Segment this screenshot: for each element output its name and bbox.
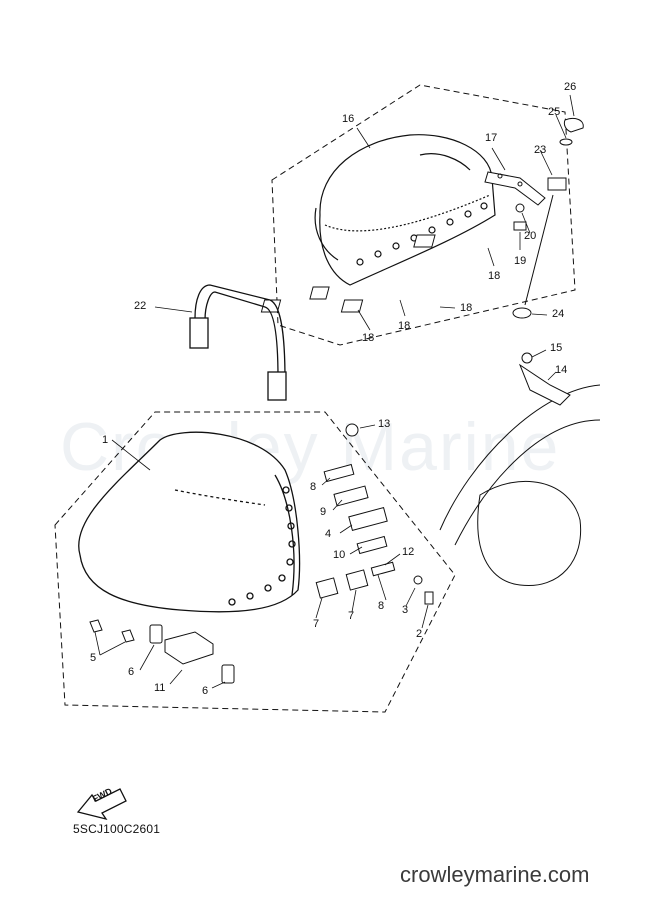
callout-13: 13 — [378, 418, 391, 430]
rear-seat-group-boundary — [271, 84, 576, 346]
rear-seat — [314, 134, 496, 286]
callout-7: 7 — [313, 618, 320, 630]
callout-15: 15 — [550, 342, 563, 354]
leader-lines — [94, 94, 575, 689]
callout-6: 6 — [128, 666, 135, 678]
website-text: crowleymarine.com — [400, 862, 590, 887]
callout-5: 5 — [90, 652, 97, 664]
callout-18: 18 — [398, 320, 411, 332]
callout-7: 7 — [348, 610, 355, 622]
callout-25: 25 — [548, 106, 561, 118]
callout-20: 20 — [524, 230, 537, 242]
callout-6: 6 — [202, 685, 209, 697]
callout-11: 11 — [154, 682, 166, 694]
callout-8: 8 — [310, 481, 317, 493]
fwd-arrow-icon — [76, 788, 127, 821]
callout-4: 4 — [325, 528, 332, 540]
callout-12: 12 — [402, 546, 415, 558]
callout-18: 18 — [488, 270, 501, 282]
callout-22: 22 — [134, 300, 147, 312]
rear-fender — [439, 352, 601, 587]
callout-16: 16 — [342, 113, 355, 125]
front-seat-group-boundary — [54, 411, 456, 713]
rear-bracket — [484, 171, 546, 206]
callout-26: 26 — [564, 81, 577, 93]
seat-clip — [260, 234, 436, 313]
diagram-code: 5SCJ100C2601 — [73, 822, 161, 836]
callout-1: 1 — [102, 434, 109, 446]
callout-17: 17 — [485, 132, 498, 144]
callout-8: 8 — [378, 600, 385, 612]
callout-3: 3 — [402, 604, 409, 616]
callout-18: 18 — [460, 302, 473, 314]
front-seat — [78, 431, 301, 613]
rear-hardware — [512, 117, 584, 319]
grab-bar — [189, 284, 287, 401]
callout-23: 23 — [534, 144, 547, 156]
callout-10: 10 — [333, 549, 346, 561]
callout-18: 18 — [362, 332, 375, 344]
callout-2: 2 — [416, 628, 423, 640]
callout-19: 19 — [514, 255, 527, 267]
front-hardware — [89, 423, 434, 684]
callout-9: 9 — [320, 506, 327, 518]
callout-24: 24 — [552, 308, 565, 320]
callout-14: 14 — [555, 364, 568, 376]
